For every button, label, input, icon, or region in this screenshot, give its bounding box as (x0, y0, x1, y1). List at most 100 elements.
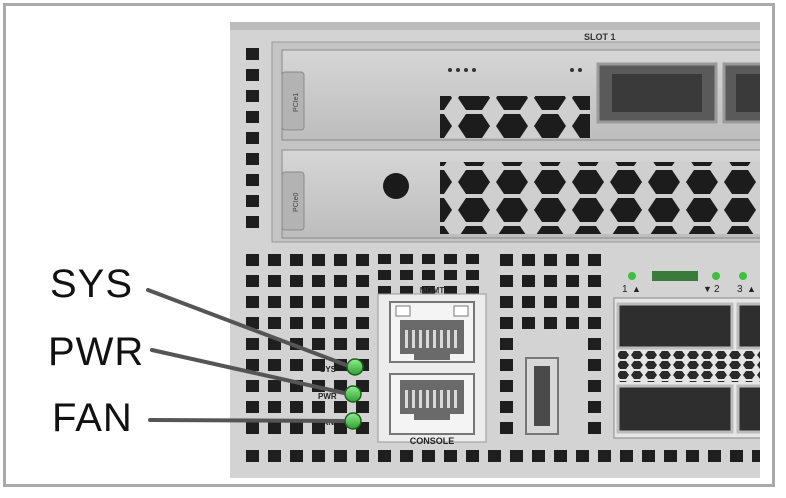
vent-hole (554, 450, 567, 462)
vent-hole (246, 401, 259, 413)
vent-hole (566, 317, 579, 329)
vent-hole (566, 296, 579, 308)
vent-hole (588, 296, 601, 308)
vent-hole (290, 450, 303, 462)
vent-hole (522, 254, 535, 266)
vent-hole (466, 286, 479, 296)
vent-hole (268, 401, 281, 413)
vent-hole (620, 450, 633, 462)
vent-hole (488, 450, 501, 462)
fan-led (344, 412, 362, 430)
vent-hole (312, 254, 325, 266)
vent-hole (246, 195, 259, 207)
fan-callout: FAN (52, 396, 133, 440)
pcie-card-0-screw (383, 173, 409, 199)
vent-hole (500, 254, 513, 266)
pcie-card-0-label: PCIe0 (293, 192, 300, 212)
pcie-card-1-vent (440, 96, 590, 138)
vent-hole (752, 450, 760, 462)
vent-hole (500, 275, 513, 287)
vent-hole (246, 216, 259, 228)
vent-hole (246, 48, 259, 60)
vent-hole (500, 422, 513, 434)
pwr-leader-line (150, 348, 346, 395)
vent-hole (400, 286, 413, 296)
vent-hole (334, 401, 347, 413)
vent-hole (246, 153, 259, 165)
pcie-card-1-label: PCIe1 (293, 92, 300, 112)
vent-hole (598, 450, 611, 462)
vent-hole (312, 317, 325, 329)
vent-hole (290, 296, 303, 308)
sfp-port-2[interactable] (736, 302, 786, 350)
vent-hole (466, 450, 479, 462)
vent-hole (246, 450, 259, 462)
pwr-callout: PWR (48, 330, 145, 374)
vent-hole (246, 69, 259, 81)
vent-hole (334, 380, 347, 392)
sfp-port-3[interactable] (616, 384, 734, 434)
vent-hole (708, 450, 721, 462)
vent-hole (378, 254, 391, 264)
sfp-port-cage: 1 ▲ ▼ 2 3 ▲ (613, 271, 786, 439)
vent-hole (290, 254, 303, 266)
vent-hole (334, 275, 347, 287)
bottom-vent-row (246, 450, 760, 462)
slot-label: SLOT 1 (584, 32, 616, 42)
vent-hole (588, 317, 601, 329)
vent-hole (246, 90, 259, 102)
vent-hole (268, 317, 281, 329)
vent-hole (400, 270, 413, 280)
vent-hole (566, 254, 579, 266)
sfp-port-4[interactable] (736, 384, 786, 434)
vent-hole (466, 254, 479, 264)
vent-hole (588, 254, 601, 266)
vent-hole (500, 338, 513, 350)
vent-hole (312, 296, 325, 308)
vent-hole (356, 275, 369, 287)
vent-hole (522, 317, 535, 329)
vent-hole (500, 359, 513, 371)
rj45-pin (440, 330, 443, 348)
vent-hole (356, 450, 369, 462)
rj45-pin (419, 330, 422, 348)
vent-hole (334, 450, 347, 462)
rj45-pin (440, 390, 443, 408)
vent-hole (268, 254, 281, 266)
rj45-pin (419, 390, 422, 408)
mgmt-label: MGMT (420, 286, 445, 295)
mgmt-port[interactable] (389, 301, 475, 363)
vent-hole (356, 254, 369, 266)
vent-hole (290, 359, 303, 371)
rj45-pin (426, 390, 429, 408)
vent-hole (356, 317, 369, 329)
vent-hole (588, 338, 601, 350)
rj45-pin (426, 330, 429, 348)
vent-hole (268, 296, 281, 308)
vent-hole (356, 401, 369, 413)
pcie-card-0-vent (440, 162, 760, 234)
vent-hole (444, 286, 457, 296)
pcie-card-0-handle[interactable] (281, 171, 305, 231)
console-port[interactable] (389, 373, 475, 435)
vent-hole (444, 270, 457, 280)
rj45-pin (405, 330, 408, 348)
vent-hole (312, 359, 325, 371)
vent-hole (356, 338, 369, 350)
sfp-port-1[interactable] (616, 302, 734, 350)
vent-hole (422, 270, 435, 280)
rj45-pin (433, 330, 436, 348)
pcie-card-1-handle[interactable] (281, 71, 305, 131)
vent-hole (510, 450, 523, 462)
vent-hole (588, 275, 601, 287)
rj45-pin (447, 330, 450, 348)
vent-hole (500, 317, 513, 329)
vent-hole (246, 359, 259, 371)
vent-hole (290, 401, 303, 413)
vent-hole (312, 422, 325, 434)
vent-hole (544, 254, 557, 266)
vent-hole (576, 450, 589, 462)
pwr-led-label: PWR (318, 392, 337, 401)
vent-hole (730, 450, 743, 462)
vent-hole (246, 338, 259, 350)
